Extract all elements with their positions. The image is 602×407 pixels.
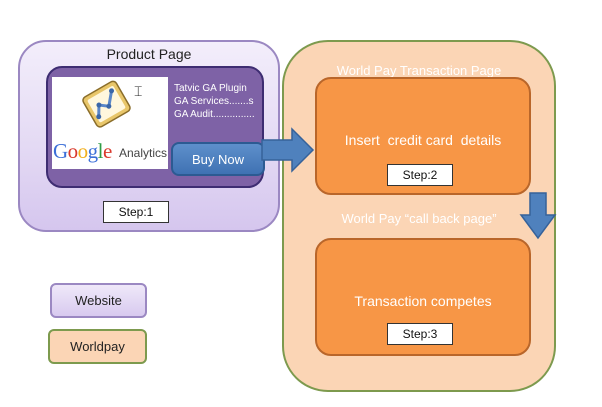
product-page-title: Product Page (106, 46, 192, 62)
transaction-complete-label: Transaction competes (354, 293, 492, 309)
product-line: GA Audit............... (174, 109, 255, 120)
step-1-label: Step:1 (103, 201, 169, 223)
legend-website: Website (50, 283, 147, 318)
insert-card-details-label: Insert credit card details (344, 132, 502, 148)
legend-worldpay: Worldpay (48, 329, 147, 364)
right-arrow-icon (261, 127, 315, 173)
transaction-complete-box: Transaction competes Step:3 (315, 238, 531, 356)
step-2-label: Step:2 (387, 164, 453, 186)
worldpay-page-title: World Pay Transaction Page (336, 63, 502, 78)
callback-page-label: World Pay “call back page” (341, 211, 497, 226)
worldpay-page-box: World Pay Transaction Page Insert credit… (282, 40, 556, 392)
google-analytics-logo: ⌶ Google Analytics (52, 77, 168, 169)
product-list: Tatvic GA Plugin GA Services.......s GA … (174, 82, 264, 121)
product-page-box: Product Page ⌶ Google Analytics Tatvic G… (18, 40, 280, 232)
google-wordmark: Google (53, 139, 112, 163)
product-panel: ⌶ Google Analytics Tatvic GA Plugin GA S… (46, 66, 265, 188)
step-3-label: Step:3 (387, 323, 453, 345)
product-line: GA Services.......s (174, 96, 254, 107)
down-arrow-icon (519, 192, 557, 240)
analytics-chart-icon (82, 80, 131, 128)
insert-card-details-box: Insert credit card details Step:2 (315, 77, 531, 195)
analytics-wordmark: Analytics (119, 146, 168, 160)
text-cursor-icon: ⌶ (134, 83, 143, 99)
buy-now-button[interactable]: Buy Now (171, 142, 265, 176)
product-line: Tatvic GA Plugin (174, 83, 247, 94)
